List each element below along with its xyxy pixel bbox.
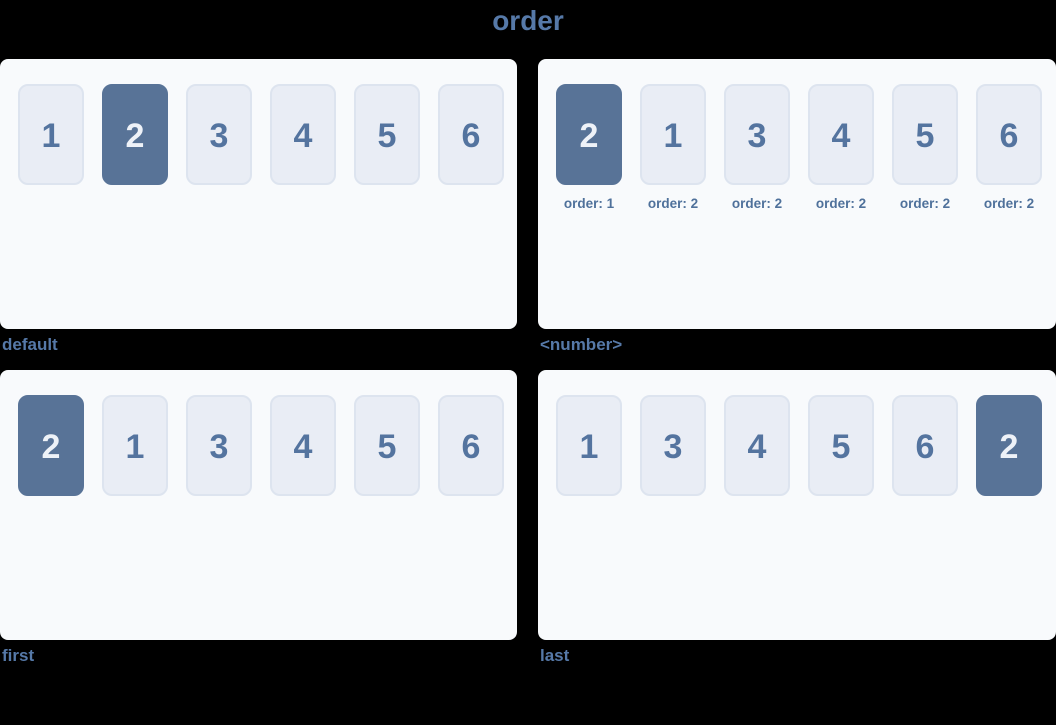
flex-item-cell: 2 <box>102 83 168 185</box>
flex-item-cell: 3 order: 2 <box>724 83 790 211</box>
flex-item-cell: 5 order: 2 <box>892 83 958 211</box>
flex-item: 6 <box>438 394 504 496</box>
panel-label-last: last <box>540 645 570 665</box>
panel-number: 2 order: 1 1 order: 2 3 order: 2 4 order: 2 5 ord… <box>538 58 1056 329</box>
flex-item: 3 <box>186 83 252 185</box>
flex-item: 4 <box>270 83 336 185</box>
flex-item-cell: 6 <box>438 83 504 185</box>
flex-item-cell: 4 <box>270 394 336 496</box>
flex-item: 5 <box>354 83 420 185</box>
flex-item: 6 <box>892 394 958 496</box>
flex-item-cell: 1 order: 2 <box>640 83 706 211</box>
flex-item: 1 <box>556 394 622 496</box>
flex-item: 1 <box>102 394 168 496</box>
flex-item: 1 <box>640 83 706 185</box>
flex-item-highlighted: 2 <box>102 83 168 185</box>
flex-item-cell: 3 <box>186 83 252 185</box>
flex-item-cell: 1 <box>556 394 622 496</box>
flex-item: 6 <box>976 83 1042 185</box>
flex-item: 5 <box>892 83 958 185</box>
flex-item-cell: 6 <box>438 394 504 496</box>
flex-item-cell: 6 <box>892 394 958 496</box>
flex-item-highlighted: 2 <box>976 394 1042 496</box>
flex-item: 1 <box>18 83 84 185</box>
order-label: order: 2 <box>731 195 783 211</box>
order-label: order: 2 <box>983 195 1035 211</box>
order-label: order: 2 <box>647 195 699 211</box>
panel-label-first: first <box>2 645 35 665</box>
page-title: order <box>492 5 564 36</box>
flex-item: 3 <box>724 83 790 185</box>
flex-item: 6 <box>438 83 504 185</box>
flex-item-cell: 2 <box>18 394 84 496</box>
flex-item-cell: 5 <box>808 394 874 496</box>
flex-item-cell: 4 order: 2 <box>808 83 874 211</box>
order-label: order: 1 <box>563 195 615 211</box>
order-label: order: 2 <box>899 195 951 211</box>
flex-item-cell: 1 <box>18 83 84 185</box>
flex-item: 3 <box>186 394 252 496</box>
flex-item: 3 <box>640 394 706 496</box>
flex-item-cell: 1 <box>102 394 168 496</box>
flex-item-cell: 4 <box>724 394 790 496</box>
flex-item: 4 <box>808 83 874 185</box>
panel-label-default: default <box>2 334 58 354</box>
flex-item-cell: 2 order: 1 <box>556 83 622 211</box>
flex-item-cell: 2 <box>976 394 1042 496</box>
flex-item-cell: 5 <box>354 83 420 185</box>
flex-item-highlighted: 2 <box>18 394 84 496</box>
panel-label-number: <number> <box>540 334 623 354</box>
flex-item-cell: 3 <box>186 394 252 496</box>
flex-item: 5 <box>354 394 420 496</box>
flex-item: 4 <box>270 394 336 496</box>
flex-item-cell: 3 <box>640 394 706 496</box>
flex-item-highlighted: 2 <box>556 83 622 185</box>
flex-items-row-number: 2 order: 1 1 order: 2 3 order: 2 4 order: 2 5 ord… <box>556 83 1042 211</box>
flex-item-cell: 4 <box>270 83 336 185</box>
flex-item-cell: 6 order: 2 <box>976 83 1042 211</box>
quadrant-number: 2 order: 1 1 order: 2 3 order: 2 4 order: 2 5 ord… <box>538 58 1056 355</box>
order-label: order: 2 <box>815 195 867 211</box>
flex-item: 5 <box>808 394 874 496</box>
flex-item: 4 <box>724 394 790 496</box>
flex-item-cell: 5 <box>354 394 420 496</box>
